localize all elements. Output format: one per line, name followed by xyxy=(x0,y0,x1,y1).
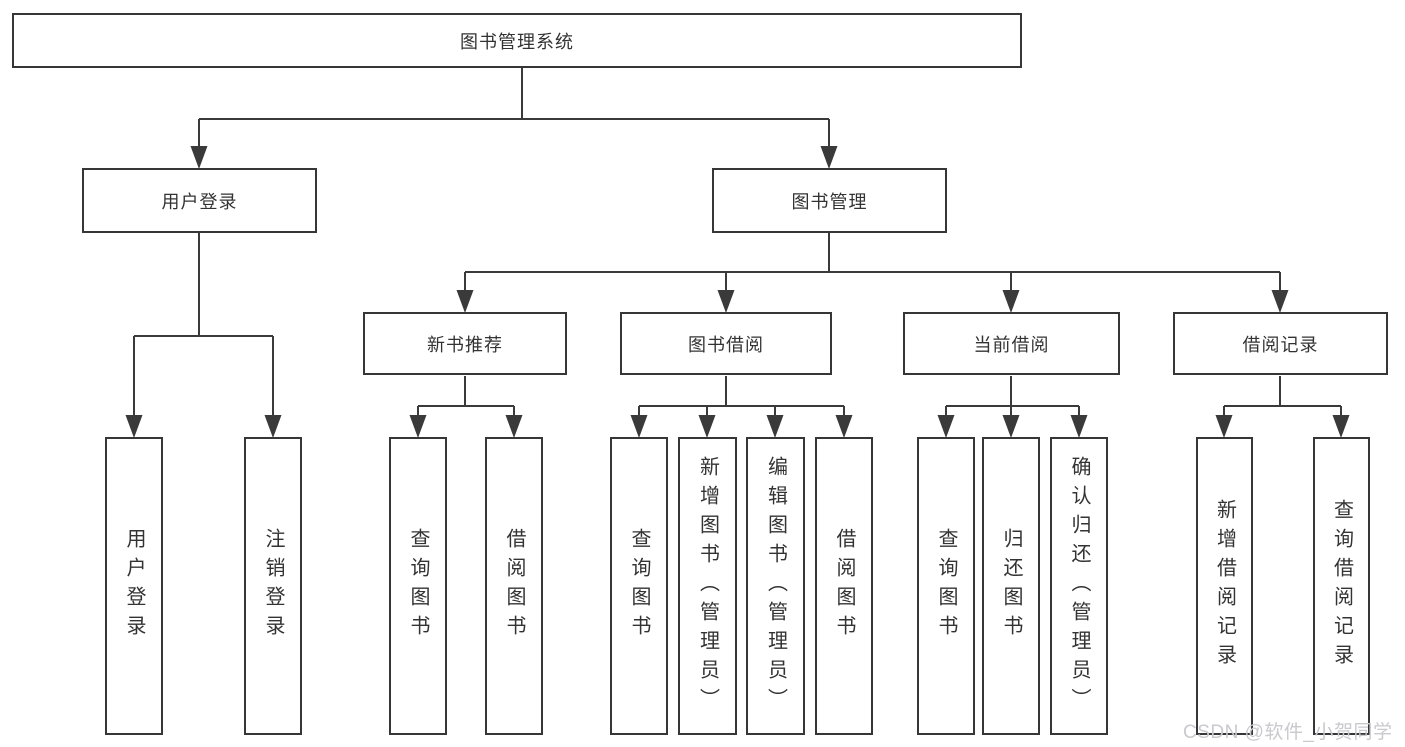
node-label: 新书推荐 xyxy=(427,334,503,355)
node-current-borrowing: 当前借阅 xyxy=(903,312,1120,375)
leaf-label: 归还图书 xyxy=(1000,528,1022,644)
leaf-borrow-books-recommend: 借阅图书 xyxy=(485,437,543,735)
leaf-label: 查询图书 xyxy=(935,528,957,644)
leaf-edit-books-admin: 编辑图书（管理员） xyxy=(746,437,805,735)
node-user-login: 用户登录 xyxy=(82,168,317,233)
leaf-label: 用户登录 xyxy=(123,528,145,644)
leaf-add-books-admin: 新增图书（管理员） xyxy=(678,437,737,735)
leaf-confirm-return-admin: 确认归还（管理员） xyxy=(1050,437,1108,735)
node-label: 借阅记录 xyxy=(1242,334,1319,355)
leaf-label: 查询图书 xyxy=(407,528,429,644)
leaf-label: 新增图书（管理员） xyxy=(696,455,719,717)
arrowheads xyxy=(125,146,1350,438)
leaf-logout: 注销登录 xyxy=(244,437,302,735)
node-label: 图书管理系统 xyxy=(460,31,574,52)
leaf-label: 新增借阅记录 xyxy=(1213,499,1236,673)
leaf-query-books-current: 查询图书 xyxy=(917,437,975,735)
node-book-management: 图书管理 xyxy=(712,168,947,233)
leaf-query-books-borrowing: 查询图书 xyxy=(610,437,668,735)
node-label: 用户登录 xyxy=(161,191,238,212)
leaf-query-borrow-record: 查询借阅记录 xyxy=(1313,437,1370,735)
leaf-add-borrow-record: 新增借阅记录 xyxy=(1196,437,1253,735)
node-borrow-records: 借阅记录 xyxy=(1173,312,1388,375)
leaf-user-login: 用户登录 xyxy=(105,437,163,735)
node-label: 当前借阅 xyxy=(973,334,1050,355)
leaf-label: 确认归还（管理员） xyxy=(1068,455,1090,717)
node-label: 图书管理 xyxy=(791,191,868,212)
leaf-query-books-recommend: 查询图书 xyxy=(389,437,447,735)
leaf-label: 查询图书 xyxy=(628,528,650,644)
node-book-borrowing: 图书借阅 xyxy=(620,312,832,375)
node-library-management-system: 图书管理系统 xyxy=(12,13,1022,68)
leaf-label: 编辑图书（管理员） xyxy=(764,455,787,717)
leaf-label: 注销登录 xyxy=(262,528,284,644)
node-new-book-recommendation: 新书推荐 xyxy=(363,312,567,375)
csdn-watermark: CSDN @软件_小贺同学 xyxy=(1183,722,1393,743)
leaf-label: 借阅图书 xyxy=(833,528,855,644)
leaf-label: 查询借阅记录 xyxy=(1330,499,1353,673)
leaf-return-books: 归还图书 xyxy=(982,437,1040,735)
leaf-borrow-books: 借阅图书 xyxy=(815,437,873,735)
node-label: 图书借阅 xyxy=(688,334,764,355)
leaf-label: 借阅图书 xyxy=(503,528,525,644)
